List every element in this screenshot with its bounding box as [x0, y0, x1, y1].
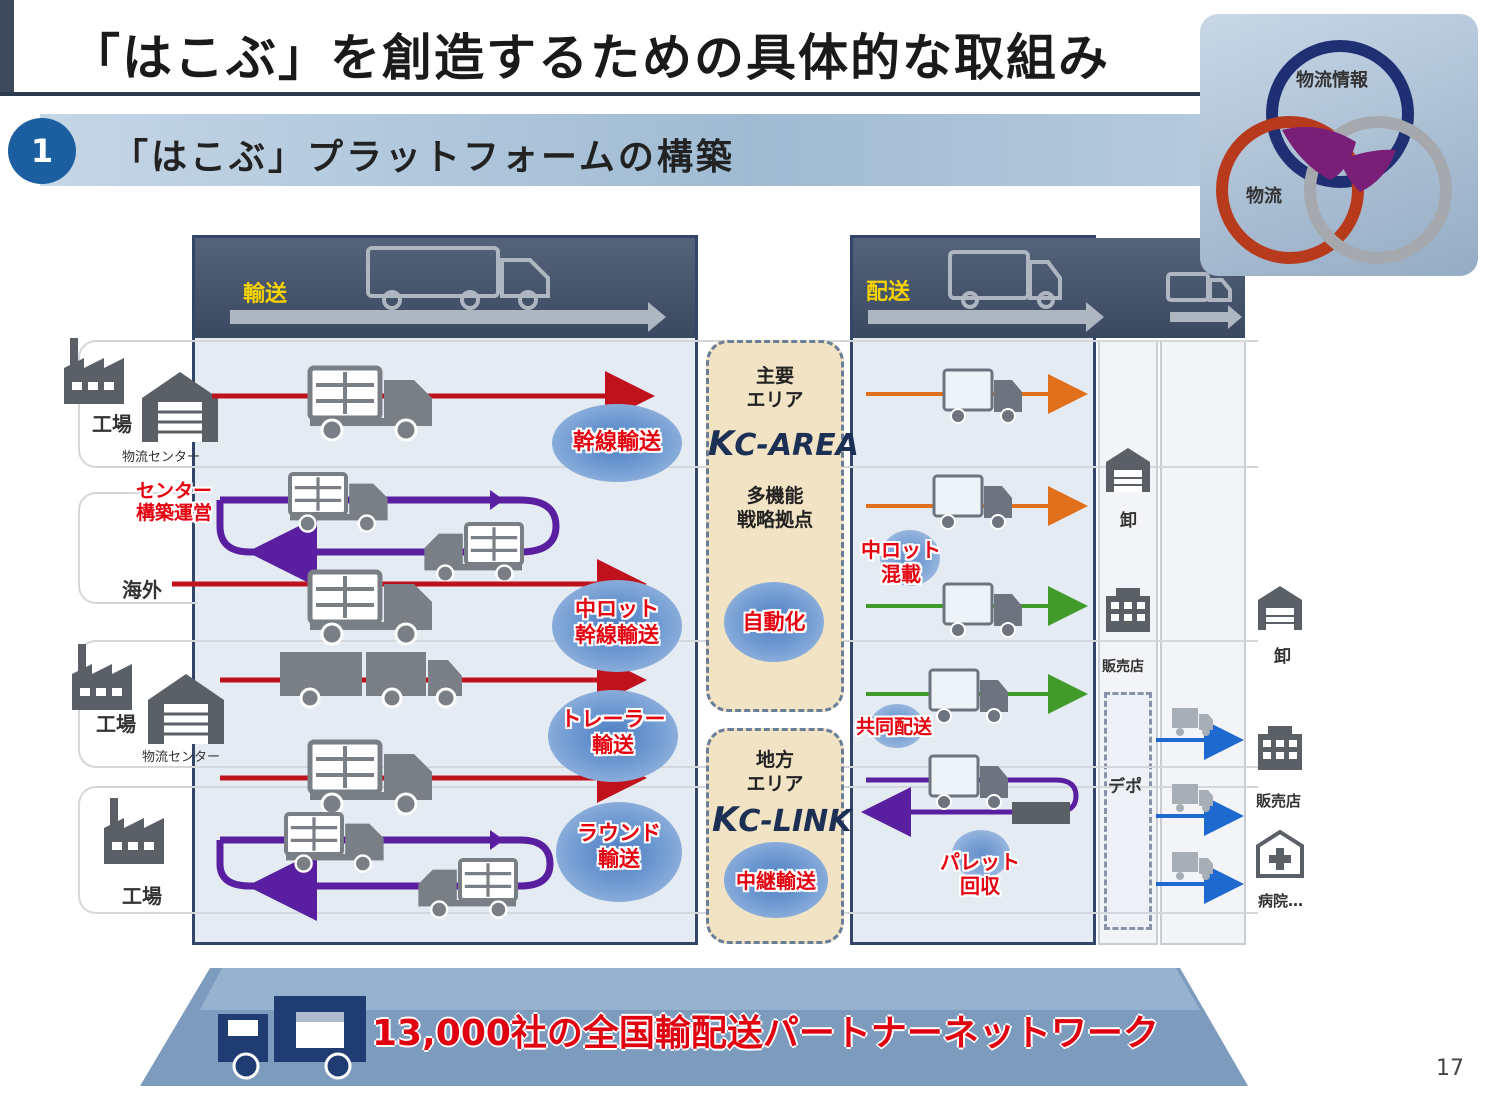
delivery-truck-icon: [218, 996, 366, 1080]
center-loop-arrowhead: [490, 490, 504, 510]
factory-label: 工場: [96, 712, 136, 736]
local-area-label: 地方 エリア: [746, 749, 804, 795]
joint-delivery-label: 共同配送: [855, 716, 932, 738]
mid-lot-mixed-label: 中ロット 混載: [861, 538, 941, 586]
van-icon: [942, 582, 1024, 639]
retail-building-icon: [1106, 588, 1150, 632]
logistics-center-label: 物流センター: [142, 750, 221, 765]
relay-transport-label: 中継輸送: [736, 869, 816, 893]
pallet-return-oval: [952, 830, 1010, 878]
main-area-hub: [706, 340, 844, 712]
retail-label: 販売店: [1102, 659, 1144, 675]
page-number: 17: [1436, 1056, 1464, 1081]
title-accent-bar: [0, 0, 14, 95]
factory-label: 工場: [122, 884, 162, 908]
logistics-center-label: 物流センター: [122, 450, 201, 465]
trunk-transport-oval: [552, 404, 682, 482]
transport-header-label: 輸送: [243, 282, 288, 307]
logo-label-logistics: 物流: [1246, 186, 1282, 207]
relay-transport-oval: [724, 842, 828, 918]
automation-label: 自動化: [742, 610, 806, 634]
center-loop-arrow-tail: [216, 500, 260, 556]
factory-icon: [72, 644, 132, 710]
wholesale-icon: [1105, 447, 1151, 493]
center-ops-label: センター 構築運営: [136, 480, 213, 524]
title-divider: [0, 92, 1200, 96]
delivery-truck-header-icon: [948, 250, 1232, 309]
c-area-brand: KC-AREA: [708, 424, 859, 464]
logo-rings: [1216, 40, 1452, 264]
depot-box: [1104, 692, 1152, 930]
van-icon: [942, 368, 1024, 425]
factory-label: 工場: [92, 412, 132, 436]
round-loop-arrow-tail: [216, 840, 260, 890]
subtitle-band: [40, 114, 1220, 186]
mid-lot-mixed-oval: [880, 530, 940, 586]
trailer-truck-icon: [280, 652, 462, 709]
mid-lot-trunk-oval: [552, 580, 682, 672]
pallet-return-label: パレット 回収: [940, 850, 1020, 898]
truck-icon: [424, 524, 522, 582]
last-mile-column: [1160, 340, 1246, 945]
wholesale-label: 卸: [1274, 647, 1291, 667]
small-truck-icon: [1172, 708, 1213, 736]
center-loop-arrow: [220, 496, 560, 587]
page-title: 「はこぶ」を創造するための具体的な取組み: [70, 29, 1110, 87]
row-guide-4: [78, 786, 1258, 914]
mid-lot-trunk-label: 中ロット 幹線輸送: [575, 597, 659, 647]
truck-icon: [290, 474, 388, 532]
retail-label: 販売店: [1256, 792, 1302, 810]
delivery-header-arrow: [868, 302, 1242, 332]
round-loop-arrowhead: [490, 830, 504, 850]
factory-icon: [104, 798, 164, 864]
van-icon: [932, 474, 1014, 531]
wholesale-label: 卸: [1120, 511, 1137, 531]
hospital-label: 病院…: [1258, 892, 1304, 910]
warehouse-icon: [146, 672, 226, 746]
trailer-transport-oval: [548, 690, 678, 782]
factory-icon: [64, 338, 124, 404]
delivery-header-label: 配送: [866, 280, 911, 305]
truck-icon: [310, 742, 432, 814]
depot-label: デポ: [1108, 777, 1142, 797]
automation-oval: [724, 582, 824, 662]
row-guide-2: [78, 492, 198, 604]
partner-network-banner: 13,000社の全国輸配送パートナーネットワーク: [372, 1013, 1159, 1054]
c-area-brand-text: C-AREA: [734, 428, 859, 463]
logo-label-logistics-info: 物流情報: [1296, 70, 1368, 91]
c-link-brand-text: C-LINK: [738, 804, 852, 839]
trailer-truck-icon: [366, 246, 550, 310]
retail-building-icon: [1258, 726, 1302, 770]
c-link-brand: KC-LINK: [712, 800, 852, 840]
section-subtitle: 「はこぶ」プラットフォームの構築: [112, 137, 735, 178]
pallet-icon: [1012, 802, 1070, 824]
round-loop-arrow: [220, 836, 554, 921]
small-truck-icon: [1172, 784, 1213, 812]
strategic-hub-label: 多機能 戦略拠点: [736, 485, 813, 531]
joint-delivery-oval: [870, 704, 924, 748]
trailer-transport-label: トレーラー 輸送: [560, 707, 666, 757]
round-transport-oval: [556, 802, 682, 902]
main-area-label: 主要 エリア: [746, 365, 804, 411]
wholesale-icon: [1257, 585, 1303, 631]
overseas-label: 海外: [122, 578, 162, 602]
truck-icon: [418, 860, 516, 918]
transport-header-arrow: [230, 302, 666, 332]
section-number-badge: 1: [8, 118, 76, 184]
bottom-banner-highlight: [200, 968, 1200, 1010]
trunk-transport-label: 幹線輸送: [572, 430, 661, 455]
round-transport-label: ラウンド 輸送: [577, 821, 661, 871]
van-icon: [928, 754, 1010, 811]
truck-icon: [286, 814, 384, 872]
hospital-icon: [1256, 829, 1304, 878]
warehouse-icon: [140, 370, 220, 444]
small-truck-icon: [1172, 852, 1213, 880]
truck-icon: [310, 368, 432, 440]
